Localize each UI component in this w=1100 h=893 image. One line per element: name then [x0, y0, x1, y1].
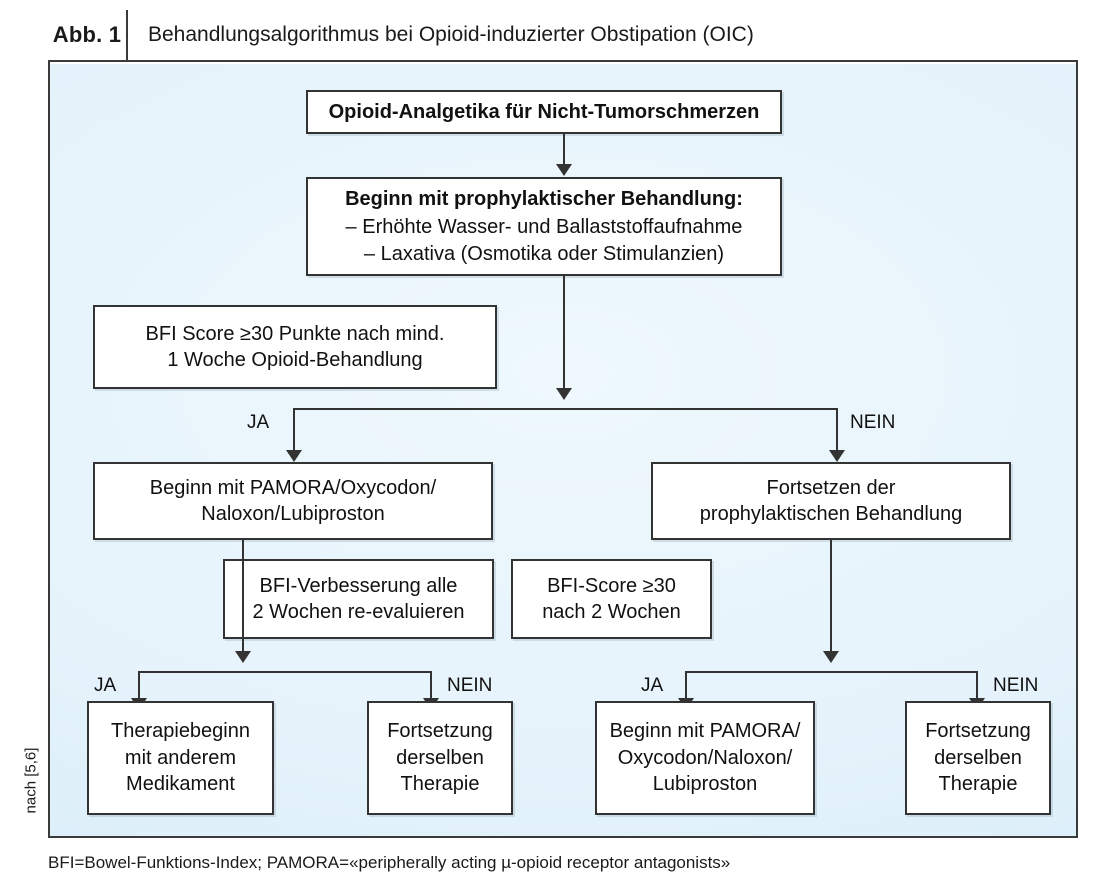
node-line: Medikament: [126, 773, 235, 796]
node-line: BFI-Score ≥30: [547, 574, 676, 597]
branch-label-level1-yes: JA: [247, 412, 270, 433]
node-line: 2 Wochen re-evaluieren: [252, 601, 465, 623]
branch-leg-level1-right: [836, 408, 838, 456]
figure-title: Behandlungsalgorithmus bei Opioid-induzi…: [148, 23, 754, 46]
arrowhead-level1-right: [829, 450, 845, 462]
node-line: Lubiproston: [652, 773, 758, 796]
node-line: derselben: [934, 746, 1022, 769]
node-bfi-score-30: BFI Score ≥30 Punkte nach mind. 1 Woche …: [93, 305, 497, 389]
branch-label-right-no: NEIN: [993, 675, 1039, 696]
node-heading: Beginn mit prophylaktischer Behandlung:: [345, 187, 743, 210]
branch-leg-right-yes: [685, 671, 687, 703]
node-prophylaktische-behandlung: Beginn mit prophylaktischer Behandlung: …: [306, 177, 782, 276]
node-line: Fortsetzung: [925, 720, 1031, 743]
node-beginn-pamora-left: Beginn mit PAMORA/Oxycodon/ Naloxon/Lubi…: [93, 462, 493, 540]
branch-label-left-yes: JA: [94, 675, 117, 696]
node-line: derselben: [396, 746, 484, 769]
arrowhead-right-to-branch: [823, 651, 839, 663]
connector-left-to-branch: [242, 540, 244, 655]
arrowhead-level1-left: [286, 450, 302, 462]
node-line: BFI Score ≥30 Punkte nach mind.: [145, 322, 445, 345]
branch-label-left-no: NEIN: [447, 675, 493, 696]
node-bfi-verbesserung: BFI-Verbesserung alle 2 Wochen re-evalui…: [223, 559, 494, 639]
arrowhead-left-to-branch: [235, 651, 251, 663]
node-fortsetzung-therapie-2: Fortsetzung derselben Therapie: [905, 701, 1051, 815]
node-line: Therapie: [938, 773, 1018, 796]
flowchart-canvas: Opioid-Analgetika für Nicht-Tumorschmerz…: [50, 64, 1076, 836]
node-line: Oxycodon/Naloxon/: [617, 746, 793, 769]
node-line: Fortsetzen der: [766, 476, 896, 499]
branch-label-level1-no: NEIN: [850, 412, 896, 433]
arrowhead-n1-n2: [556, 164, 572, 176]
branch-leg-right-no: [976, 671, 978, 703]
node-line: 1 Woche Opioid-Behandlung: [167, 349, 423, 371]
node-fortsetzung-therapie-1: Fortsetzung derselben Therapie: [367, 701, 513, 815]
source-note: nach [5,6]: [22, 747, 40, 814]
branch-leg-level1-left: [293, 408, 295, 456]
node-line: Therapiebeginn: [111, 720, 250, 743]
node-line: Fortsetzung: [387, 720, 493, 743]
branch-label-right-yes: JA: [641, 675, 664, 696]
node-therapiebeginn-anderes: Therapiebeginn mit anderem Medikament: [87, 701, 274, 815]
figure-number: Abb. 1: [52, 22, 122, 47]
node-fortsetzen-prophylaktisch: Fortsetzen der prophylaktischen Behandlu…: [651, 462, 1011, 540]
node-line: Opioid-Analgetika für Nicht-Tumorschmerz…: [328, 100, 760, 123]
figure-footnote: BFI=Bowel-Funktions-Index; PAMORA=«perip…: [48, 853, 731, 872]
node-line: mit anderem: [124, 746, 237, 769]
branch-leg-left-no: [430, 671, 432, 703]
branch-bar-level1: [293, 408, 838, 410]
node-line: BFI-Verbesserung alle: [259, 574, 458, 597]
node-bfi-score-30-2wochen: BFI-Score ≥30 nach 2 Wochen: [511, 559, 712, 639]
node-line: – Erhöhte Wasser- und Ballaststoffaufnah…: [345, 216, 743, 239]
branch-leg-left-yes: [138, 671, 140, 703]
figure-header: Abb. 1 Behandlungsalgorithmus bei Opioid…: [48, 10, 1078, 62]
node-line: prophylaktischen Behandlung: [699, 503, 963, 525]
branch-bar-right: [685, 671, 978, 673]
node-beginn-pamora-bottom: Beginn mit PAMORA/ Oxycodon/Naloxon/ Lub…: [595, 701, 815, 815]
connector-n1-n2: [563, 134, 565, 168]
node-line: nach 2 Wochen: [542, 601, 681, 623]
node-line: Therapie: [400, 773, 480, 796]
node-line: Beginn mit PAMORA/Oxycodon/: [149, 476, 437, 499]
arrowhead-n2-branch: [556, 388, 572, 400]
node-line: – Laxativa (Osmotika oder Stimulanzien): [363, 242, 725, 265]
connector-n2-branch: [563, 276, 565, 392]
node-opioid-analgetika: Opioid-Analgetika für Nicht-Tumorschmerz…: [306, 90, 782, 134]
header-divider: [126, 10, 128, 60]
connector-right-to-branch: [830, 540, 832, 655]
node-line: Naloxon/Lubiproston: [201, 503, 385, 525]
node-line: Beginn mit PAMORA/: [609, 720, 801, 743]
branch-bar-left: [138, 671, 432, 673]
